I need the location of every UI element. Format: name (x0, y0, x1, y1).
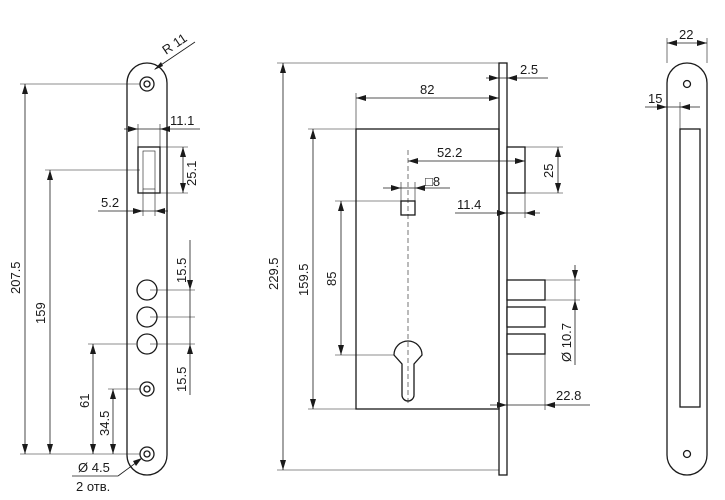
dim-2-5-label: 2.5 (520, 62, 538, 77)
latch-opening-inner (142, 150, 156, 190)
lock-case (355, 128, 500, 410)
dimension-2-5: 2.5 (486, 62, 548, 81)
dimension-82: 82 (355, 82, 499, 129)
dimension-61: 61 (77, 343, 136, 454)
dim-61-label: 61 (77, 394, 92, 408)
lock-body-view (355, 62, 546, 476)
bolt-diameter-label: Ø 10.7 (559, 323, 574, 362)
cylinder-cutout (393, 340, 423, 402)
deadbolt-3 (506, 333, 546, 355)
strike-plate-view (666, 62, 708, 476)
dimension-22: 22 (666, 27, 708, 63)
latch-bolt (506, 146, 526, 194)
dimension-85: 85 (324, 200, 401, 356)
dimension-15: 15 (645, 91, 700, 129)
hole-diameter-label: Ø 4.5 (78, 460, 110, 475)
dimension-5-2: 5.2 (98, 189, 168, 216)
square-8-label: □8 (425, 174, 440, 189)
screw-hole-top (139, 76, 155, 92)
dim-52-2-label: 52.2 (437, 145, 462, 160)
dim-15-5-top-label: 15.5 (174, 258, 189, 283)
strike-hole-bottom (682, 449, 692, 459)
lock-faceplate-side (498, 62, 508, 476)
dimension-11-4: 11.4 (455, 193, 540, 218)
screw-hole-bottom-inner (143, 450, 151, 458)
screw-hole-top-inner (143, 80, 151, 88)
screw-hole-lower (139, 381, 155, 397)
dim-15-label: 15 (648, 91, 662, 106)
dim-15-5-bottom-label: 15.5 (174, 367, 189, 392)
strike-plate-outline (666, 62, 708, 476)
dim-159-5-label: 159.5 (296, 263, 311, 296)
dim-5-2-label: 5.2 (101, 195, 119, 210)
radius-label: R 11 (159, 30, 189, 57)
dimension-34-5: 34.5 (97, 388, 140, 454)
dim-22-8-label: 22.8 (556, 388, 581, 403)
dimension-207-5: 207.5 (8, 83, 140, 455)
deadbolt-1 (506, 279, 546, 301)
dimension-22-8: 22.8 (490, 354, 590, 410)
dim-25-1-label: 25.1 (184, 161, 199, 186)
dim-207-5-label: 207.5 (8, 261, 23, 294)
dim-25-label: 25 (541, 164, 556, 178)
dimension-159-5: 159.5 (296, 128, 499, 410)
latch-opening (137, 146, 161, 194)
dim-229-5-label: 229.5 (266, 257, 281, 290)
dim-34-5-label: 34.5 (97, 411, 112, 436)
screw-hole-bottom (139, 446, 155, 462)
face-plate-front-view (126, 62, 168, 476)
dim-22-label: 22 (679, 27, 693, 42)
hole-count-label: 2 отв. (76, 479, 110, 494)
dimension-25: 25 (525, 146, 563, 194)
dim-159-label: 159 (33, 302, 48, 324)
dimension-52-2: 52.2 (408, 145, 526, 166)
dim-11-1-label: 11.1 (170, 113, 194, 128)
hole-diameter-callout: Ø 4.5 2 отв. (72, 458, 142, 494)
dim-11-4-label: 11.4 (457, 197, 481, 212)
dimension-159: 159 (33, 169, 140, 454)
deadbolt-2 (506, 306, 546, 328)
dimension-25-1: 25.1 (160, 146, 199, 194)
dimension-bolt-diameter: Ø 10.7 (545, 265, 580, 365)
dimension-15-5-bottom: 15.5 (150, 317, 195, 395)
dim-82-label: 82 (420, 82, 434, 97)
radius-dimension: R 11 (154, 30, 196, 70)
strike-opening (679, 128, 701, 408)
dimension-15-5-top: 15.5 (150, 240, 195, 318)
dim-85-label: 85 (324, 272, 339, 286)
face-plate-outline (126, 62, 168, 476)
dimension-229-5: 229.5 (266, 62, 499, 471)
dimension-11-1: 11.1 (124, 113, 200, 147)
dimension-square-8: □8 (383, 174, 450, 201)
screw-hole-lower-inner (143, 385, 151, 393)
strike-hole-top (682, 79, 692, 89)
